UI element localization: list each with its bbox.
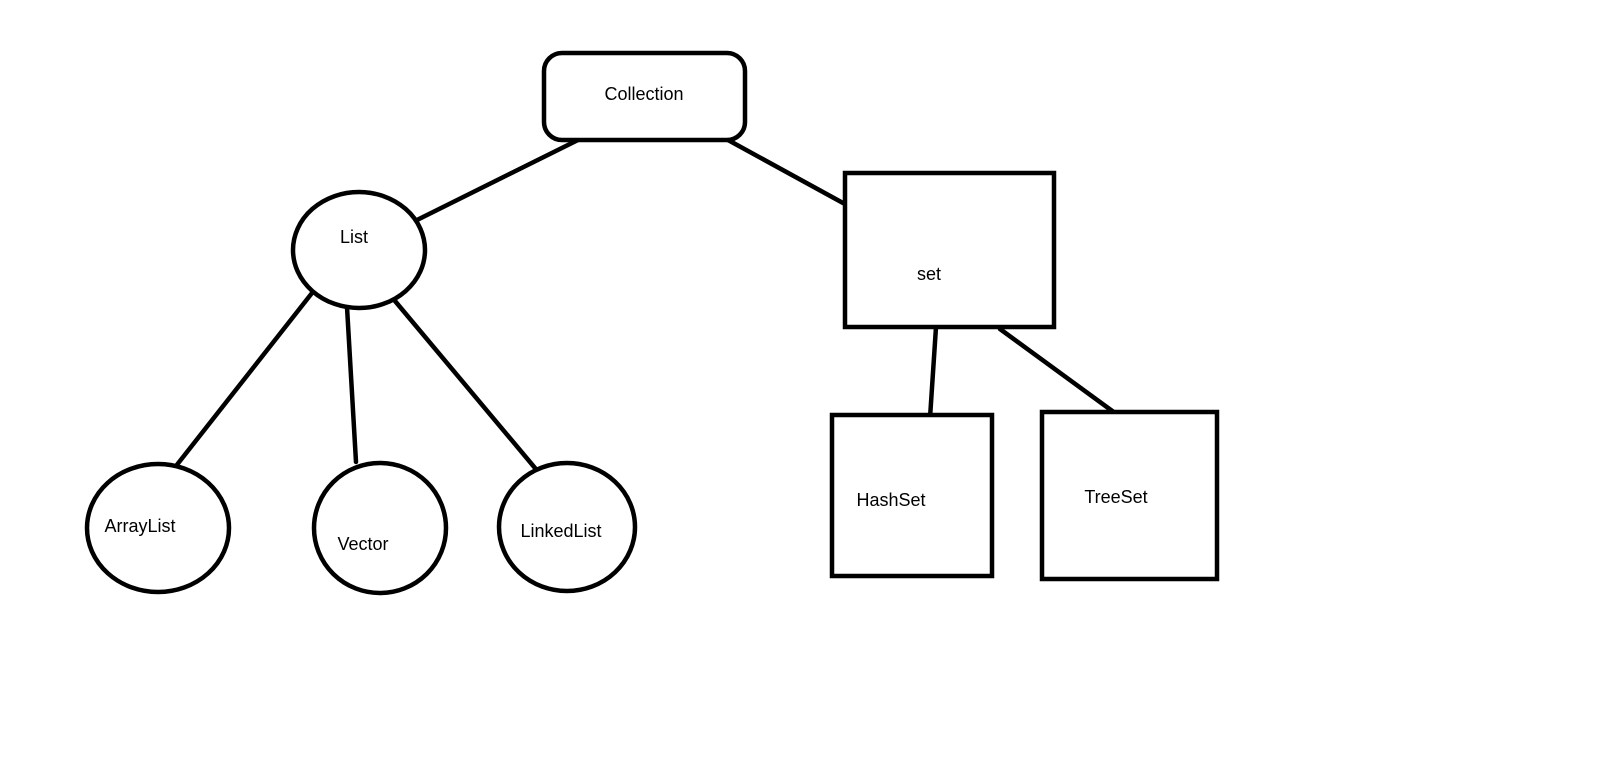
edge-set-hashset — [927, 324, 939, 421]
collection-box — [541, 50, 748, 143]
edge-set-treeset — [997, 326, 1118, 416]
edge-list-linkedlist — [392, 298, 538, 471]
node-hashset: HashSet — [829, 412, 995, 579]
treeset-label: TreeSet — [1084, 487, 1147, 507]
hashset-box — [829, 412, 995, 579]
vector-label: Vector — [337, 534, 388, 554]
edge-list-arraylist — [173, 290, 315, 469]
node-linkedlist: LinkedList — [496, 460, 638, 594]
set-label: set — [917, 264, 941, 284]
edges — [173, 137, 1118, 471]
arraylist-circle — [84, 461, 232, 595]
node-treeset: TreeSet — [1039, 409, 1220, 582]
hashset-label: HashSet — [856, 490, 925, 510]
node-vector: Vector — [311, 460, 449, 596]
node-set: set — [842, 170, 1057, 330]
collection-label: Collection — [604, 84, 683, 104]
treeset-box — [1039, 409, 1220, 582]
edge-collection-set — [725, 137, 846, 206]
edge-collection-list — [414, 137, 581, 223]
node-list: List — [290, 189, 428, 311]
arraylist-label: ArrayList — [104, 516, 175, 536]
linkedlist-label: LinkedList — [520, 521, 601, 541]
set-box — [842, 170, 1057, 330]
vector-circle — [311, 460, 449, 596]
node-arraylist: ArrayList — [84, 461, 232, 595]
list-label: List — [340, 227, 368, 247]
node-collection: Collection — [541, 50, 748, 143]
linkedlist-circle — [496, 460, 638, 594]
list-circle — [290, 189, 428, 311]
edge-list-vector — [344, 304, 359, 465]
